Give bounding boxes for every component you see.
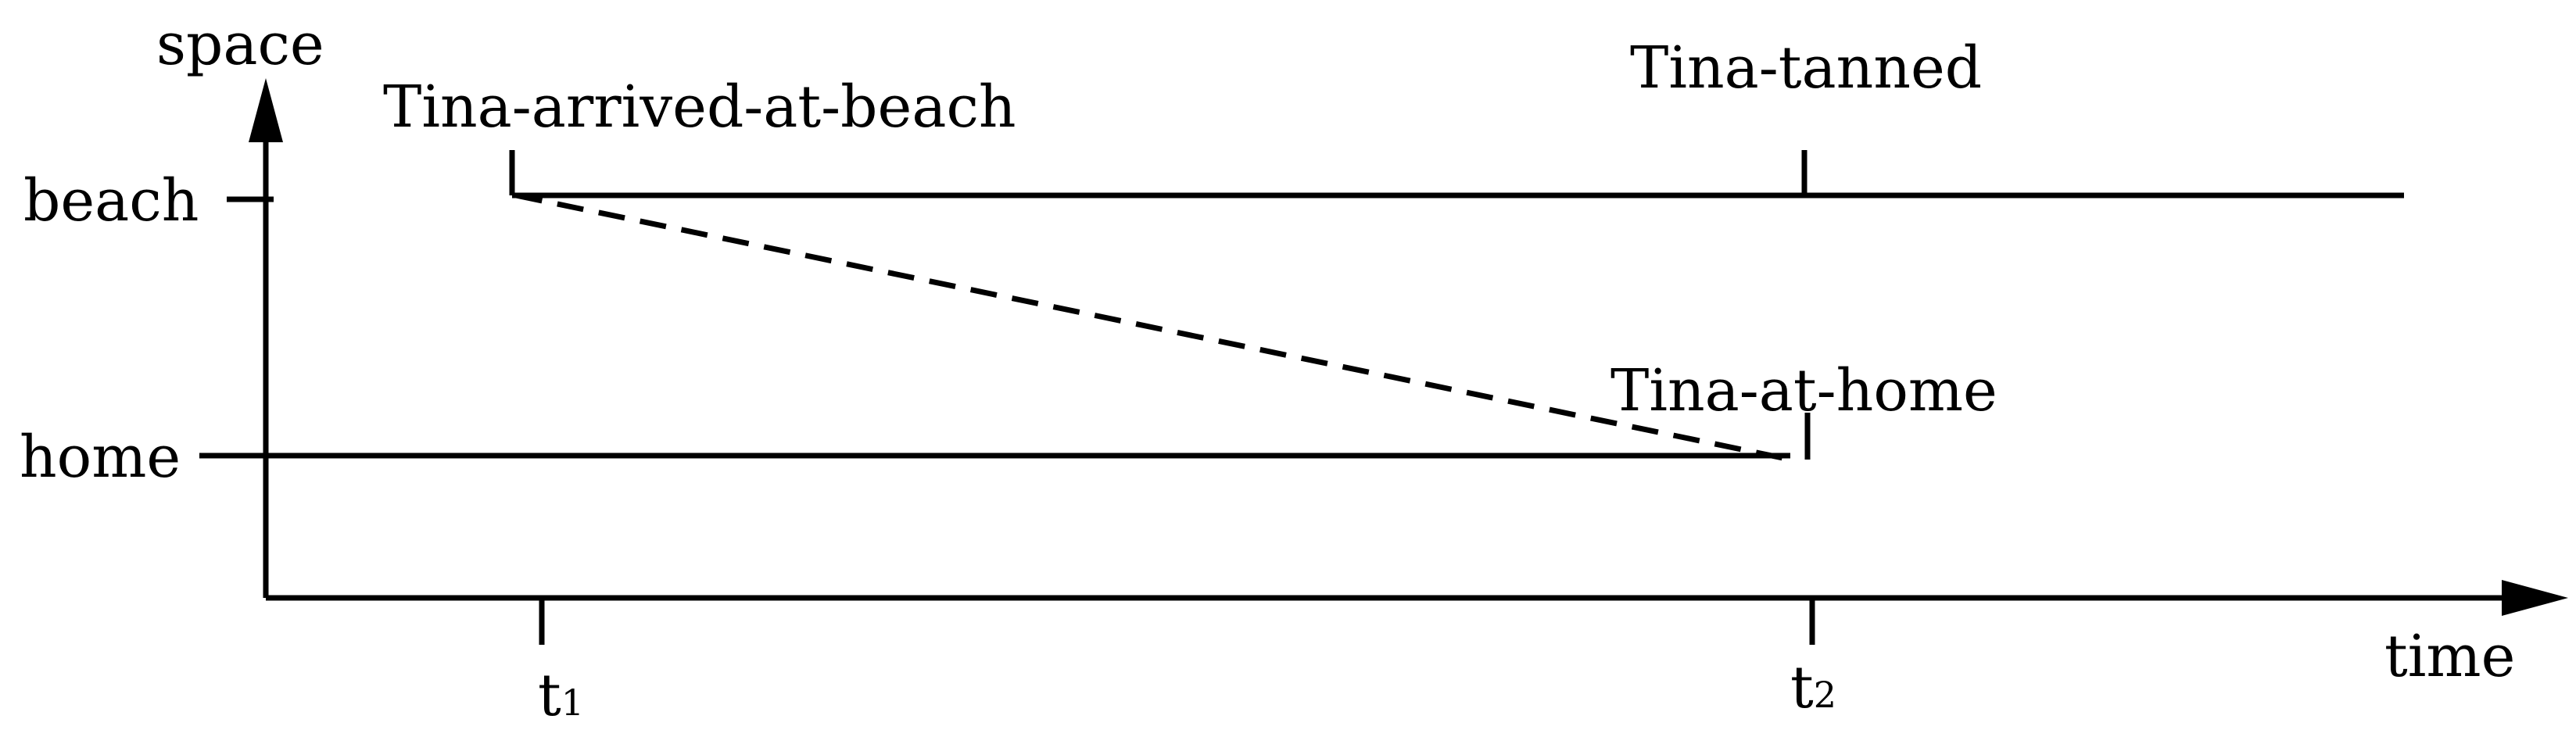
t2-label: t2: [1790, 654, 1836, 721]
tanned-event-label: Tina-tanned: [1630, 34, 1982, 102]
arrived-event-label: Tina-arrived-at-beach: [383, 73, 1016, 141]
x-axis-label: time: [2384, 623, 2515, 690]
x-axis-arrowhead: [2502, 580, 2568, 616]
home-label: home: [20, 424, 181, 491]
y-axis-arrowhead: [249, 78, 283, 142]
beach-label: beach: [23, 167, 199, 234]
at-home-event-label: Tina-at-home: [1610, 357, 1997, 424]
t1-label: t1: [538, 662, 584, 729]
y-axis-label: space: [156, 11, 324, 78]
travel-dashed-line: [515, 192, 1791, 463]
